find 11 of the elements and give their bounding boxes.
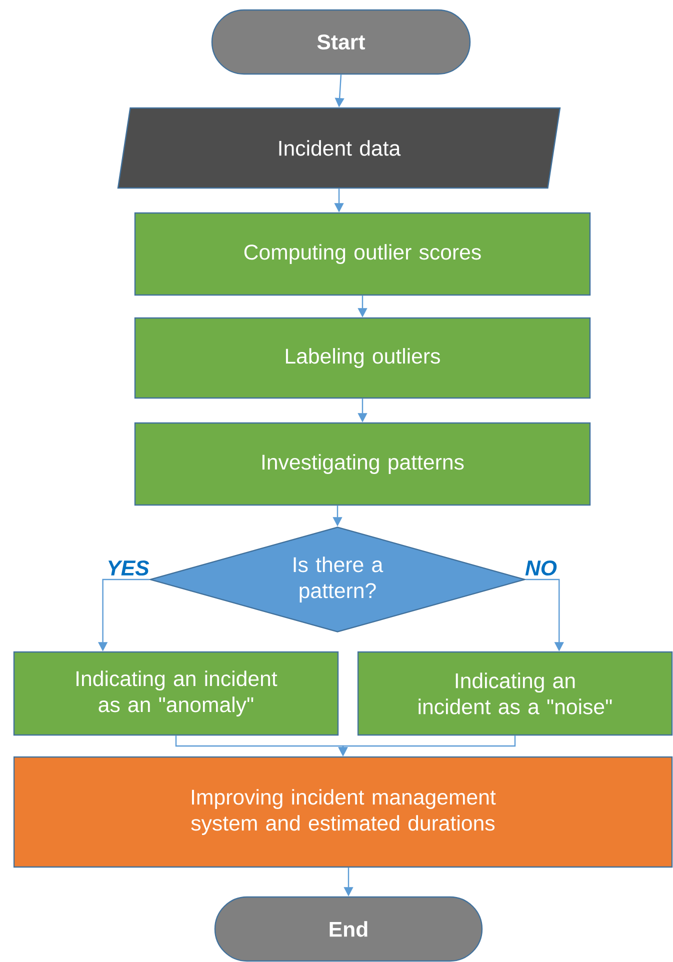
start-terminator: Start — [211, 9, 471, 75]
data-parallelogram: Incident data — [117, 107, 561, 189]
end-terminator: End — [214, 896, 483, 962]
process-box: Indicating an incident as a "noise" — [357, 651, 673, 736]
process-box: Improving incident management system and estimated durations — [13, 756, 673, 868]
edge-label: YES — [108, 560, 150, 576]
process-box: Computing outlier scores — [134, 212, 591, 296]
process-box: Labeling outliers — [134, 317, 591, 399]
edge-label: NO — [525, 560, 557, 576]
process-box: Investigating patterns — [134, 422, 591, 506]
process-box: Indicating an incident as an "anomaly" — [13, 651, 339, 736]
